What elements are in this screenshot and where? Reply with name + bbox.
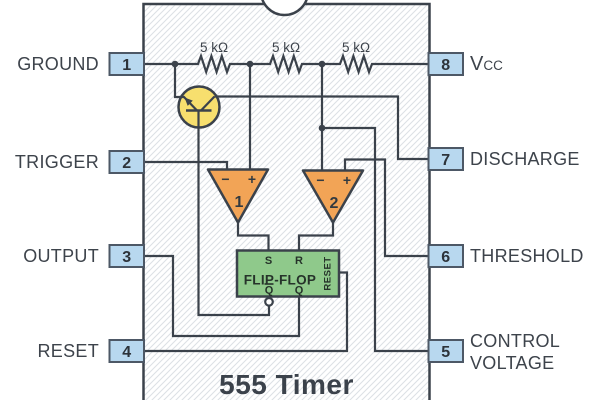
comparator-2-number: 2	[330, 195, 339, 212]
pin-7-number: 7	[441, 152, 450, 169]
wire-collector-to-discharge	[214, 95, 429, 161]
pin-label-reset: RESET	[37, 341, 99, 361]
resistor-labels: 5 kΩ 5 kΩ 5 kΩ	[200, 40, 370, 55]
pin-4-box	[108, 339, 145, 363]
pin-3: 3	[108, 244, 145, 268]
pins-right: 8 7 6 5	[427, 52, 464, 363]
pin-6-box	[427, 244, 464, 268]
wire-comp1-out-to-s	[236, 221, 270, 251]
pin-8-number: 8	[441, 57, 450, 74]
pin-4: 4	[108, 339, 145, 363]
flip-flop-s-label: S	[265, 255, 272, 267]
comparator-1: − + 1	[206, 168, 270, 224]
flip-flop: S R FLIP-FLOP Q Q RESET	[235, 249, 341, 307]
ic-body-hatch	[143, 4, 430, 400]
junction-dot	[318, 124, 326, 132]
pin-name-labels: GROUND TRIGGER OUTPUT RESET VCC DISCHARG…	[15, 53, 584, 373]
wire-trigger-to-comp1	[143, 160, 229, 170]
wire-ground-to-emitter	[173, 64, 184, 99]
wires	[143, 52, 430, 353]
pin-5-number: 5	[441, 344, 450, 361]
qbar-inversion-bubble	[264, 296, 274, 307]
transistor-arrow-icon	[184, 97, 193, 106]
comparator-1-plus: +	[248, 171, 256, 187]
pin-3-box	[108, 244, 145, 268]
resistor-1-value: 5 kΩ	[200, 40, 228, 55]
comparator-2-triangle	[301, 169, 365, 224]
flip-flop-label: FLIP-FLOP	[244, 273, 316, 288]
pin-label-discharge: DISCHARGE	[470, 149, 580, 169]
comparator-1-minus: −	[221, 171, 229, 187]
flip-flop-r-label: R	[295, 255, 303, 267]
wire-control-voltage	[322, 126, 429, 353]
ic-body	[142, 0, 431, 400]
wire-threshold-to-comp2-plus	[343, 158, 429, 258]
pin-8-box	[427, 52, 464, 76]
pin-3-number: 3	[122, 249, 131, 266]
pin-label-ground: GROUND	[17, 54, 99, 74]
wire-divider-rail	[143, 52, 430, 76]
comparator-2-minus: −	[316, 172, 324, 188]
pin-label-vcc: VCC	[470, 53, 503, 75]
pin-5-box	[427, 339, 464, 363]
transistor-collector	[200, 95, 216, 112]
pin-7: 7	[427, 147, 464, 171]
pin-4-number: 4	[122, 344, 131, 361]
pin-2-box	[108, 150, 145, 174]
pin-1-box	[108, 52, 145, 76]
flip-flop-box	[235, 249, 341, 298]
pin-1-number: 1	[122, 57, 131, 74]
junction-dot	[171, 60, 179, 68]
pin-label-threshold: THRESHOLD	[470, 246, 584, 266]
wire-reset-pin-to-ff	[143, 271, 349, 353]
resistor-3-value: 5 kΩ	[342, 40, 370, 55]
pin-5: 5	[427, 339, 464, 363]
pin-label-output: OUTPUT	[23, 246, 99, 266]
junction-dot	[318, 60, 326, 68]
pin-2-number: 2	[122, 155, 131, 172]
chip-title: 555 Timer	[219, 369, 354, 400]
comparator-2: − + 2	[301, 169, 365, 224]
flip-flop-qbar-label: Q	[265, 285, 274, 297]
pin-label-trigger: TRIGGER	[15, 152, 99, 172]
pin-8: 8	[427, 52, 464, 76]
vcc-main-text: V	[470, 53, 484, 75]
wire-qbar-to-base	[197, 110, 271, 317]
pins-left: 1 2 3 4	[108, 52, 145, 363]
flip-flop-reset-label: RESET	[323, 256, 334, 290]
pin-label-control-line1: CONTROL	[470, 331, 560, 351]
resistor-2-value: 5 kΩ	[272, 40, 300, 55]
pin-1: 1	[108, 52, 145, 76]
pin-6: 6	[427, 244, 464, 268]
pin-6-number: 6	[441, 249, 450, 266]
vcc-sub-text: CC	[483, 58, 503, 73]
wire-output-to-q	[143, 254, 301, 338]
comparator-1-number: 1	[235, 194, 244, 211]
comparator-2-plus: +	[343, 172, 351, 188]
wire-comp2-out-to-r	[297, 221, 335, 251]
ic-notch	[261, 0, 308, 17]
comparator-1-triangle	[206, 168, 270, 224]
pin-7-box	[427, 147, 464, 171]
junction-dot	[246, 60, 254, 68]
pin-label-control-line2: VOLTAGE	[470, 353, 554, 373]
pin-2: 2	[108, 150, 145, 174]
flip-flop-q-label: Q	[295, 285, 304, 297]
